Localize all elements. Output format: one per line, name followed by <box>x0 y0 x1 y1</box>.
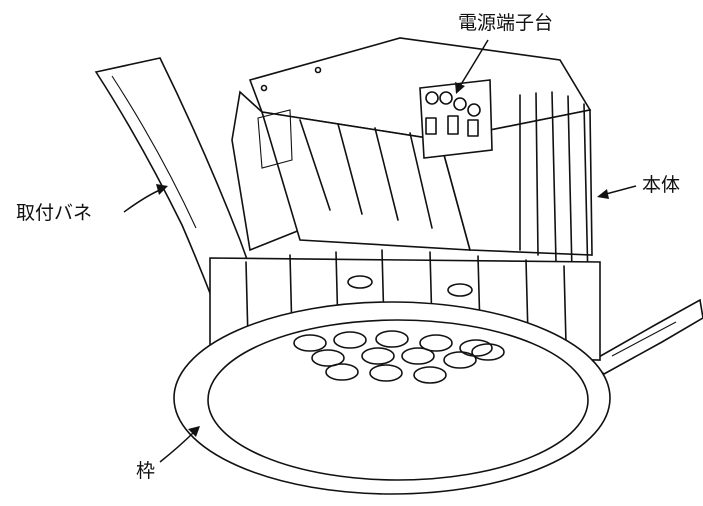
trim-frame <box>173 301 611 495</box>
label-frame: 枠 <box>136 460 156 482</box>
label-body: 本体 <box>642 174 681 196</box>
label-power-terminal: 電源端子台 <box>458 12 554 34</box>
leader-frame <box>159 426 200 463</box>
leader-power-terminal <box>455 39 489 94</box>
leader-body <box>597 185 637 199</box>
power-terminal-block <box>419 79 493 159</box>
right-mounting-spring <box>588 298 703 375</box>
label-mounting-spring: 取付バネ <box>16 202 93 224</box>
fixture-body <box>231 37 593 283</box>
leader-mounting-spring <box>123 184 168 213</box>
